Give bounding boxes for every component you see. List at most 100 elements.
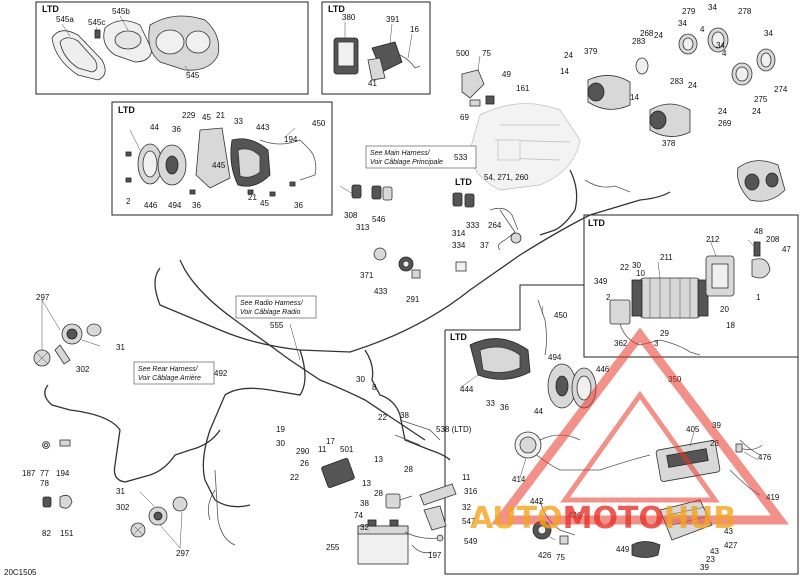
lamp-assembly-378 xyxy=(649,48,776,137)
callout-number: 45 xyxy=(260,199,269,208)
box-label: LTD xyxy=(455,177,472,187)
callout-number: 494 xyxy=(168,201,182,210)
callout-number: 31 xyxy=(116,487,125,496)
switch-308-313 xyxy=(351,184,393,201)
light-shroud-444 xyxy=(469,338,531,380)
callout-number: 308 xyxy=(344,211,358,220)
callout-number: 255 xyxy=(326,543,340,552)
callout-number: 31 xyxy=(116,343,125,352)
callout-number: 297 xyxy=(176,549,190,558)
lamp-assembled-view xyxy=(737,160,786,202)
callout-number: 229 xyxy=(182,111,196,120)
ref-radio-harness-en: See Radio Harness/ xyxy=(240,300,304,307)
callout-number: 47 xyxy=(782,245,791,254)
callout-number: 391 xyxy=(386,15,400,24)
callout-number: 16 xyxy=(410,25,419,34)
callout-number: 34 xyxy=(764,29,773,38)
callout-number: 30 xyxy=(356,375,365,384)
callout-number: 333 xyxy=(466,221,480,230)
chassis-outline xyxy=(469,103,581,191)
winch-hook-208 xyxy=(751,241,771,279)
callout-number: 32 xyxy=(462,503,471,512)
winch-211 xyxy=(631,277,709,319)
screw-545c xyxy=(94,29,101,39)
box-label: LTD xyxy=(450,332,467,342)
harness-476 xyxy=(735,443,763,453)
ref-radio-harness: See Radio Harness/ Voir Câblage Radio xyxy=(235,295,317,319)
callout-number: 44 xyxy=(150,123,159,132)
callout-number: 3 xyxy=(654,339,659,348)
sensor-264 xyxy=(489,207,522,244)
callout-number: 36 xyxy=(192,201,201,210)
callout-number: 8 xyxy=(372,383,377,392)
callout-number: 297 xyxy=(36,293,50,302)
callout-number: 48 xyxy=(754,227,763,236)
callout-number: 28 xyxy=(374,489,383,498)
callout-number: 449 xyxy=(616,545,630,554)
callout-number: 75 xyxy=(482,49,491,58)
callout-number: 41 xyxy=(368,79,377,88)
callout-number: 23 xyxy=(706,555,715,564)
callout-number: 433 xyxy=(374,287,388,296)
relay-bracket-500 xyxy=(461,69,495,107)
headlight-bezel-446 xyxy=(137,143,163,185)
leader-lines xyxy=(41,15,759,549)
callout-number: 187 xyxy=(22,469,36,478)
callout-number: 264 xyxy=(488,221,502,230)
callout-number: 275 xyxy=(754,95,768,104)
box-label: LTD xyxy=(118,105,135,115)
callout-number: 443 xyxy=(256,123,270,132)
callout-number: 501 xyxy=(340,445,354,454)
callout-number: 450 xyxy=(312,119,326,128)
callout-number: 10 xyxy=(636,269,645,278)
switch-314-333 xyxy=(452,192,475,272)
callout-number: 492 xyxy=(214,369,228,378)
box-label: LTD xyxy=(328,4,345,14)
callout-number: 21 xyxy=(216,111,225,120)
callout-number: 161 xyxy=(516,84,530,93)
callout-number: 549 xyxy=(464,537,478,546)
diagram-code: 20C1505 xyxy=(4,568,37,577)
callout-number: 74 xyxy=(354,511,363,520)
bracket-547-316 xyxy=(419,483,457,531)
callout-number: 545a xyxy=(56,15,74,24)
callout-number: 446 xyxy=(596,365,610,374)
callout-number: 379 xyxy=(584,47,598,56)
box-label: LTD xyxy=(588,218,605,228)
callout-number: 43 xyxy=(724,527,733,536)
callout-number: 302 xyxy=(116,503,130,512)
watermark-logo: AUTOMOTOHUB xyxy=(470,327,790,536)
callout-number: 38 xyxy=(360,499,369,508)
callout-number: 24 xyxy=(564,51,573,60)
callout-number: 302 xyxy=(76,365,90,374)
callout-number: 33 xyxy=(486,399,495,408)
accessory-plug-371-433-291 xyxy=(373,247,421,279)
ltd-box-front-lights: LTD xyxy=(444,284,799,575)
callout-number: 546 xyxy=(372,215,386,224)
callout-number: 446 xyxy=(144,201,158,210)
callout-number: 39 xyxy=(712,421,721,430)
callout-number: 283 xyxy=(632,37,646,46)
light-494-446 xyxy=(547,363,597,409)
small-parts-left xyxy=(42,439,73,509)
callout-number: 34 xyxy=(678,19,687,28)
lamp-426 xyxy=(532,520,569,545)
ref-main-harness-fr: Voir Câblage Principale xyxy=(370,159,443,166)
callout-number: 44 xyxy=(534,407,543,416)
winch-fairlead-212 xyxy=(705,255,735,297)
callout-number: 2 xyxy=(606,293,611,302)
callout-number: 211 xyxy=(660,253,673,262)
callout-number: 32 xyxy=(360,523,369,532)
headlight-shroud-443 xyxy=(230,138,271,187)
callout-number: 349 xyxy=(594,277,608,286)
callout-number: 545b xyxy=(112,7,130,16)
callout-number: 268 xyxy=(640,29,654,38)
callout-number: 19 xyxy=(276,425,285,434)
callout-number: 414 xyxy=(512,475,526,484)
callout-number: 212 xyxy=(706,235,720,244)
callout-number: 274 xyxy=(774,85,788,94)
callout-number: 151 xyxy=(60,529,74,538)
callout-number: 378 xyxy=(662,139,676,148)
callout-number: 82 xyxy=(42,529,51,538)
